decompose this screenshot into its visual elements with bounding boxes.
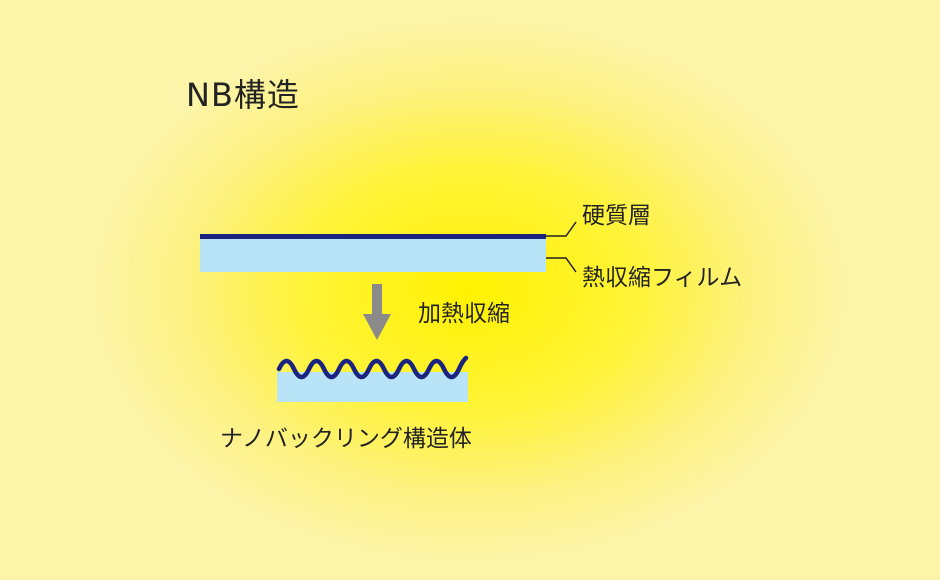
down-arrow-icon [363,284,391,340]
process-label: 加熱収縮 [418,301,510,327]
film-leader-line [546,257,577,273]
hard-layer [200,234,546,239]
hard-layer-label: 硬質層 [582,203,651,229]
hard-layer-leader-line [546,221,577,237]
buckled-hard-layer-wave [276,355,469,380]
buckled-film-base [277,372,468,402]
diagram-title: NB構造 [186,76,300,114]
shrink-film-layer [200,237,546,272]
shrink-film-label: 熱収縮フィルム [582,265,743,291]
result-label: ナノバックリング構造体 [220,426,472,452]
